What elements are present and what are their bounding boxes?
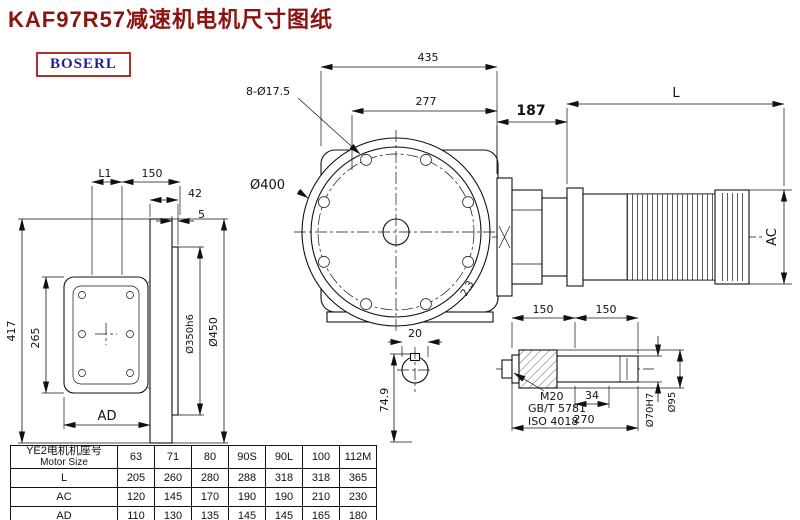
dim-417: 417 [5, 321, 18, 342]
motor-size-header-cn: YE2电机机座号 [26, 445, 102, 457]
dim-L: L [672, 86, 680, 101]
size-col-90L: 90L [265, 444, 303, 470]
cell-L-71: 260 [154, 468, 192, 489]
dim-350h6: Ø350h6 [184, 314, 196, 354]
dim-flange-diameter: Ø400 [250, 178, 285, 193]
shaft-section-view: 74.9 [378, 347, 433, 443]
motor-view [492, 177, 764, 297]
cell-L-90S: 288 [228, 468, 266, 489]
cell-L-80: 280 [191, 468, 229, 489]
dim-bolt-holes: 8-Ø17.5 [246, 85, 290, 98]
cell-L-112M: 365 [339, 468, 377, 489]
standard-iso: ISO 4018 [528, 415, 578, 428]
dim-95: Ø95 [666, 392, 678, 413]
size-col-80: 80 [191, 444, 229, 470]
table-header-row: YE2电机机座号 Motor Size 63 71 80 90S 90L 100… [10, 444, 377, 470]
dim-AD: AD [98, 409, 117, 424]
cell-L-63: 205 [117, 468, 155, 489]
size-col-90S: 90S [228, 444, 266, 470]
dim-187: 187 [516, 103, 545, 119]
cell-AD-100: 165 [302, 506, 340, 520]
front-view: 2.3 [294, 130, 499, 334]
row-label-AD: AD [10, 506, 118, 520]
dim-42: 42 [188, 187, 202, 200]
size-col-63: 63 [117, 444, 155, 470]
side-view [63, 218, 179, 444]
dim-150-a: 150 [533, 303, 554, 316]
dim-277: 277 [416, 95, 437, 108]
cell-AC-71: 145 [154, 487, 192, 508]
shaft-detail-view [496, 349, 654, 389]
size-col-71: 71 [154, 444, 192, 470]
dim-34: 34 [585, 389, 599, 402]
cell-AD-90S: 145 [228, 506, 266, 520]
table-row-AD: AD 110 130 135 145 145 165 180 [10, 506, 377, 520]
dim-L1: L1 [98, 167, 111, 180]
page-title: KAF97R57减速机电机尺寸图纸 [8, 7, 334, 32]
dim-435: 435 [418, 51, 439, 64]
cell-AC-90L: 190 [265, 487, 303, 508]
cell-L-90L: 318 [265, 468, 303, 489]
cell-AC-63: 120 [117, 487, 155, 508]
cell-AD-80: 135 [191, 506, 229, 520]
dim-450: Ø450 [207, 317, 220, 347]
table-row-AC: AC 120 145 170 190 190 210 230 [10, 487, 377, 508]
motor-size-table: YE2电机机座号 Motor Size 63 71 80 90S 90L 100… [10, 444, 377, 520]
cell-AC-112M: 230 [339, 487, 377, 508]
boserl-logo: BOSERL [36, 52, 131, 77]
size-col-100: 100 [302, 444, 340, 470]
cell-AD-71: 130 [154, 506, 192, 520]
standard-gbt: GB/T 5781 [528, 402, 586, 415]
boserl-logo-text: BOSERL [50, 56, 117, 72]
shaft-detail-dimensions: 150 150 M20 GB/T 5781 ISO 4018 34 270 Ø7… [511, 303, 684, 432]
cell-AD-112M: 180 [339, 506, 377, 520]
cell-AC-90S: 190 [228, 487, 266, 508]
row-label-L: L [10, 468, 118, 489]
dim-M20: M20 [540, 390, 564, 403]
table-row-L: L 205 260 280 288 318 318 365 [10, 468, 377, 489]
dim-265: 265 [29, 328, 42, 349]
side-view-dimensions: L1 150 42 5 417 265 AD Ø350h6 [5, 167, 228, 444]
dim-5: 5 [198, 208, 205, 221]
dim-74-9: 74.9 [378, 388, 391, 413]
front-view-dimensions: 435 277 8-Ø17.5 Ø400 20 [246, 51, 498, 357]
dim-AC: AC [765, 228, 780, 246]
dim-20: 20 [408, 327, 422, 340]
size-col-112M: 112M [339, 444, 377, 470]
row-label-AC: AC [10, 487, 118, 508]
cell-AC-80: 170 [191, 487, 229, 508]
dim-150-side: 150 [142, 167, 163, 180]
motor-size-header: YE2电机机座号 Motor Size [10, 444, 118, 470]
motor-size-header-en: Motor Size [40, 456, 88, 468]
cell-AD-63: 110 [117, 506, 155, 520]
dim-150-b: 150 [596, 303, 617, 316]
cell-L-100: 318 [302, 468, 340, 489]
motor-view-dimensions: 187 L AC [496, 86, 792, 285]
cell-AC-100: 210 [302, 487, 340, 508]
dim-270: 270 [574, 413, 595, 426]
cell-AD-90L: 145 [265, 506, 303, 520]
dim-70H7: Ø70H7 [644, 393, 656, 427]
